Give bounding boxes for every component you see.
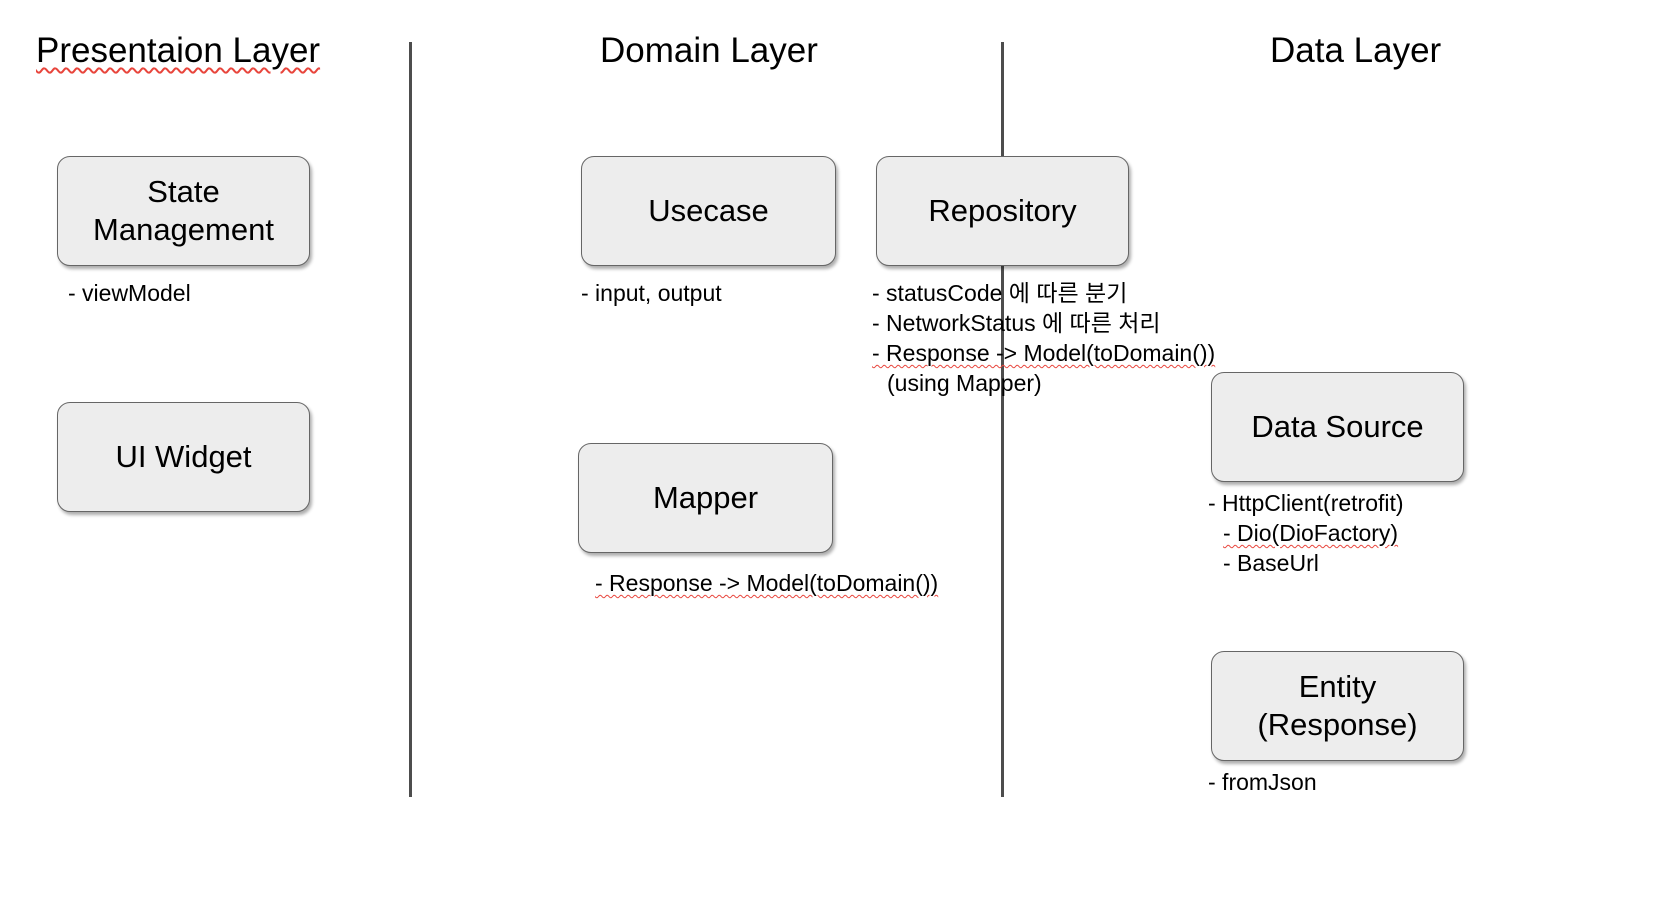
annotation-line: - fromJson [1208,769,1317,795]
annotation-line: - input, output [581,280,722,306]
annotation-line: - HttpClient(retrofit) [1208,490,1404,516]
node-usecase[interactable]: Usecase [581,156,836,266]
layer-title-data: Data Layer [1270,31,1442,70]
divider-domain-data [1001,42,1004,797]
annotation-line: - statusCode 에 따른 분기 [872,280,1128,306]
node-state-management[interactable]: State Management [57,156,310,266]
node-data-source-label: Data Source [1251,409,1424,444]
node-mapper[interactable]: Mapper [578,443,833,553]
node-ui-widget-label: UI Widget [115,439,252,474]
annotation-line: - Response -> Model(toDomain()) [595,570,939,596]
node-entity-label: Entity (Response) [1257,669,1418,742]
node-entity[interactable]: Entity (Response) [1211,651,1464,761]
node-state-management-label: State Management [93,174,274,247]
node-ui-widget[interactable]: UI Widget [57,402,310,512]
layer-title-presentation: Presentaion Layer [36,31,321,70]
annotation-line: - Dio(DioFactory) [1223,520,1399,546]
annotation-mapper: - Response -> Model(toDomain()) [595,568,938,598]
annotation-line: - NetworkStatus 에 따른 처리 [872,310,1161,336]
annotation-usecase: - input, output [581,278,722,308]
layer-title-domain: Domain Layer [600,31,818,70]
divider-presentation-domain [409,42,412,797]
node-usecase-label: Usecase [648,193,769,228]
node-repository-label: Repository [928,193,1077,228]
annotation-line: (using Mapper) [887,370,1042,396]
node-data-source[interactable]: Data Source [1211,372,1464,482]
annotation-data-source: - HttpClient(retrofit) - Dio(DioFactory)… [1208,488,1404,578]
annotation-line: - viewModel [68,280,191,306]
node-repository[interactable]: Repository [876,156,1129,266]
node-mapper-label: Mapper [652,480,759,515]
annotation-repository: - statusCode 에 따른 분기 - NetworkStatus 에 따… [872,278,1215,398]
annotation-line: - BaseUrl [1223,550,1319,576]
annotation-entity: - fromJson [1208,767,1317,797]
annotation-state-management: - viewModel [68,278,191,308]
annotation-line: - Response -> Model(toDomain()) [872,340,1216,366]
